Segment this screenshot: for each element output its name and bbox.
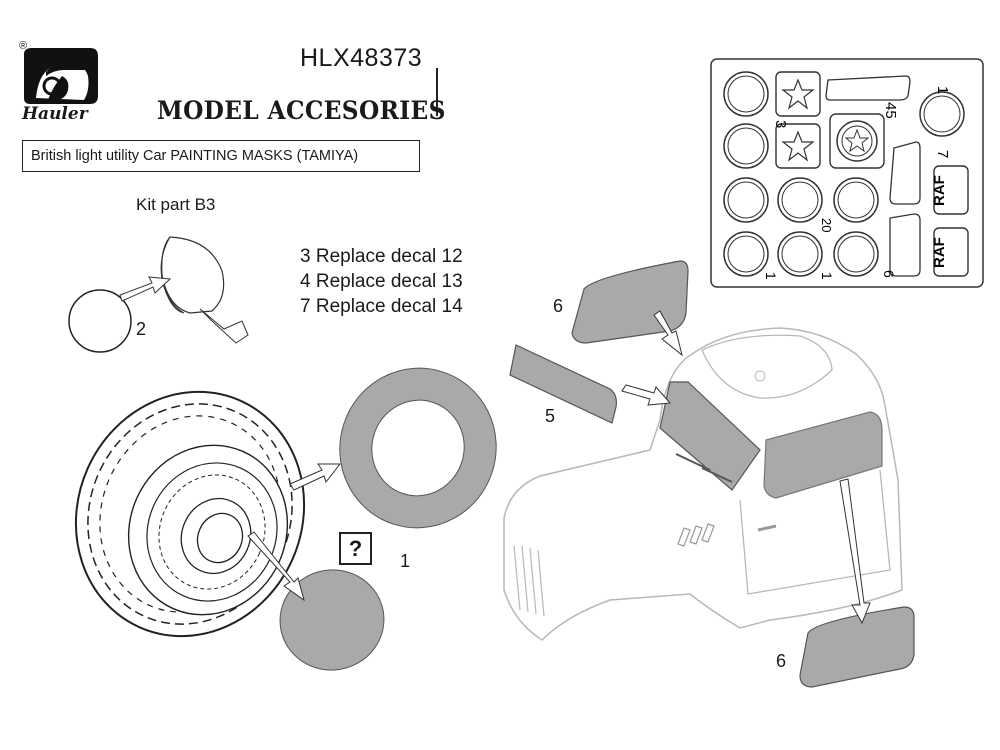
sheet-number-1c: 1	[819, 272, 835, 280]
part-number-rear-window-top: 6	[553, 296, 564, 316]
kit-part-label: Kit part B3	[136, 195, 216, 214]
subtitle-text: British light utility Car PAINTING MASKS…	[31, 148, 359, 164]
rear-window-bottom-mask	[799, 606, 915, 688]
brand-title: MODEL ACCESORIES	[157, 96, 446, 125]
window-masks	[509, 260, 915, 688]
product-code: HLX48373	[300, 44, 423, 72]
wheel-diagram	[74, 367, 497, 671]
registered-mark: ®	[19, 40, 28, 52]
headlight-lens-mask	[68, 289, 132, 353]
replace-line-2: 4 Replace decal 13	[300, 271, 463, 292]
part-number-hub: 1	[400, 551, 411, 571]
replace-line-3: 7 Replace decal 14	[300, 296, 463, 317]
sheet-number-6: 6	[881, 270, 897, 278]
vehicle-cab-diagram	[503, 327, 903, 641]
mask-sheet: 1 3 45 7 20 1 1 6 RAF RAF	[710, 58, 984, 288]
sheet-number-1b: 1	[763, 272, 779, 280]
sheet-number-1: 1	[934, 86, 951, 94]
sheet-number-20: 20	[819, 218, 834, 232]
raf-badge-2: RAF	[931, 237, 948, 268]
part-number-headlight: 2	[136, 319, 147, 339]
part-number-rear-window-bottom: 6	[776, 651, 787, 671]
subtitle-box: British light utility Car PAINTING MASKS…	[22, 140, 420, 172]
sheet-number-45: 45	[882, 102, 899, 119]
header-divider	[436, 68, 438, 116]
logo-wordmark: Hauler	[22, 104, 88, 124]
help-symbol-box: ?	[339, 532, 372, 565]
part-number-windscreen: 5	[545, 406, 556, 426]
raf-badge-1: RAF	[931, 175, 948, 206]
replace-line-1: 3 Replace decal 12	[300, 246, 463, 267]
headlight-diagram	[68, 236, 249, 353]
sheet-number-3: 3	[772, 120, 789, 128]
hauler-driver-logo-icon	[24, 48, 98, 104]
sheet-number-7: 7	[934, 150, 951, 158]
windscreen-mask	[509, 344, 617, 424]
